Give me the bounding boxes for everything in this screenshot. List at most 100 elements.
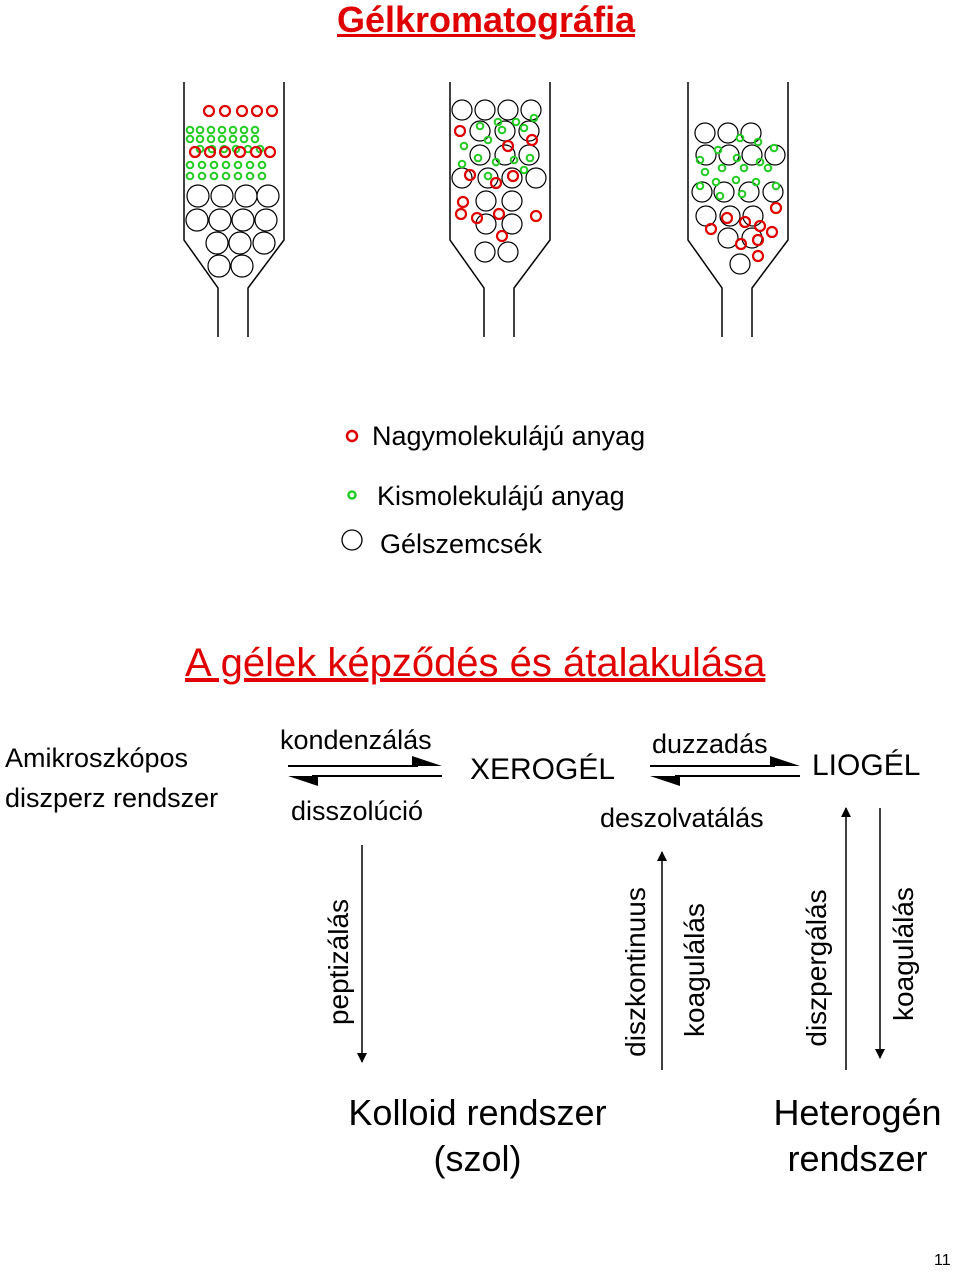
large-molecule <box>203 145 217 159</box>
small-molecule <box>737 189 747 199</box>
small-molecule <box>209 160 219 170</box>
gel-particle <box>741 144 763 166</box>
small-molecule <box>245 171 255 181</box>
small-molecule <box>185 134 195 144</box>
gel-particle <box>256 184 280 208</box>
small-molecule <box>185 125 195 135</box>
koagulalas-label-2: koagulálás <box>888 887 919 1021</box>
liogel-label: LIOGÉL <box>812 749 921 782</box>
gel-particle <box>451 99 473 121</box>
large-molecule <box>495 229 509 243</box>
large-molecule <box>492 207 506 221</box>
chromatography-columns <box>183 82 789 337</box>
kondenzalas-label: kondenzálás <box>280 725 432 755</box>
amikroszkopos-label: Amikroszkópos <box>5 743 189 773</box>
diszpergalas-label: diszpergálás <box>801 889 832 1047</box>
gel-particle <box>742 205 764 227</box>
gel-particle <box>719 205 741 227</box>
gel-particle <box>497 241 519 263</box>
small-molecule <box>209 171 219 181</box>
large-molecule-legend-icon <box>345 429 359 443</box>
small-molecule <box>197 160 207 170</box>
gel-particle <box>729 253 751 275</box>
large-molecule <box>456 195 470 209</box>
small-molecule <box>233 160 243 170</box>
small-molecule <box>717 163 727 173</box>
rendszer-label: rendszer <box>787 1138 928 1179</box>
large-molecule <box>263 145 277 159</box>
gel-particle <box>494 144 516 166</box>
small-molecule <box>239 134 249 144</box>
gel-particle <box>252 231 276 255</box>
large-molecule <box>249 145 263 159</box>
large-molecule <box>738 215 752 229</box>
column-2-left-wall <box>449 82 485 337</box>
gel-particle <box>497 99 519 121</box>
kondenzalas-arrowhead <box>412 756 442 766</box>
small-molecule <box>221 171 231 181</box>
gel-particle <box>207 254 231 278</box>
large-molecule <box>704 222 718 236</box>
legend-gel-label: Gélszemcsék <box>380 529 543 559</box>
large-molecule <box>188 145 202 159</box>
small-molecule <box>763 163 773 173</box>
small-molecule <box>735 133 745 143</box>
large-molecule <box>765 225 779 239</box>
small-molecule <box>695 181 705 191</box>
gel-particle <box>501 190 523 212</box>
large-molecule <box>529 209 543 223</box>
gel-particle <box>210 184 234 208</box>
column-1-right-wall <box>247 82 285 337</box>
small-molecule <box>459 141 469 151</box>
szol-label: (szol) <box>433 1138 522 1179</box>
small-molecule <box>228 134 238 144</box>
large-molecule <box>218 104 232 118</box>
large-molecule <box>734 237 748 251</box>
small-molecule <box>195 125 205 135</box>
gel-particle <box>762 181 784 203</box>
small-molecule <box>491 157 501 167</box>
xerogel-label: XEROGÉL <box>470 753 616 786</box>
gel-particle <box>713 181 735 203</box>
legend-small-label: Kismolekulájú anyag <box>377 481 625 511</box>
small-molecule <box>497 125 507 135</box>
small-molecule <box>769 143 779 153</box>
small-molecule <box>715 191 725 201</box>
koagulalas-label-1: koagulálás <box>679 903 710 1037</box>
small-molecule <box>751 177 761 187</box>
gel-particle <box>525 167 547 189</box>
duzzadas-label: duzzadás <box>652 729 768 759</box>
small-molecule <box>755 157 765 167</box>
large-molecule <box>501 139 515 153</box>
small-molecule <box>713 145 723 155</box>
gel-particle <box>469 120 491 142</box>
small-molecule <box>509 155 519 165</box>
disszolucio-arrowhead <box>288 776 318 786</box>
large-molecule <box>463 168 477 182</box>
small-molecule <box>457 159 467 169</box>
small-molecule <box>525 153 535 163</box>
small-molecule <box>473 153 483 163</box>
small-molecule <box>185 160 195 170</box>
diszkontinuus-label: diszkontinuus <box>620 887 651 1057</box>
gel-particle <box>208 208 232 232</box>
small-molecule <box>221 160 231 170</box>
gel-particle <box>205 231 229 255</box>
gel-particle <box>254 208 278 232</box>
section-title: A gélek képződés és átalakulása <box>185 641 766 685</box>
large-molecule <box>235 104 249 118</box>
small-molecule <box>519 165 529 175</box>
page-number: 11 <box>934 1252 951 1269</box>
gel-particle <box>694 122 716 144</box>
gel-particle-legend-icon <box>341 529 363 551</box>
large-molecule <box>720 211 734 225</box>
small-molecule <box>732 153 742 163</box>
deszolvatalas-label: deszolvatálás <box>600 803 764 833</box>
large-molecule <box>202 104 216 118</box>
small-molecule <box>529 113 539 123</box>
small-molecule <box>239 125 249 135</box>
gel-particle <box>501 213 523 235</box>
small-molecule <box>493 117 503 127</box>
small-molecule <box>753 137 763 147</box>
